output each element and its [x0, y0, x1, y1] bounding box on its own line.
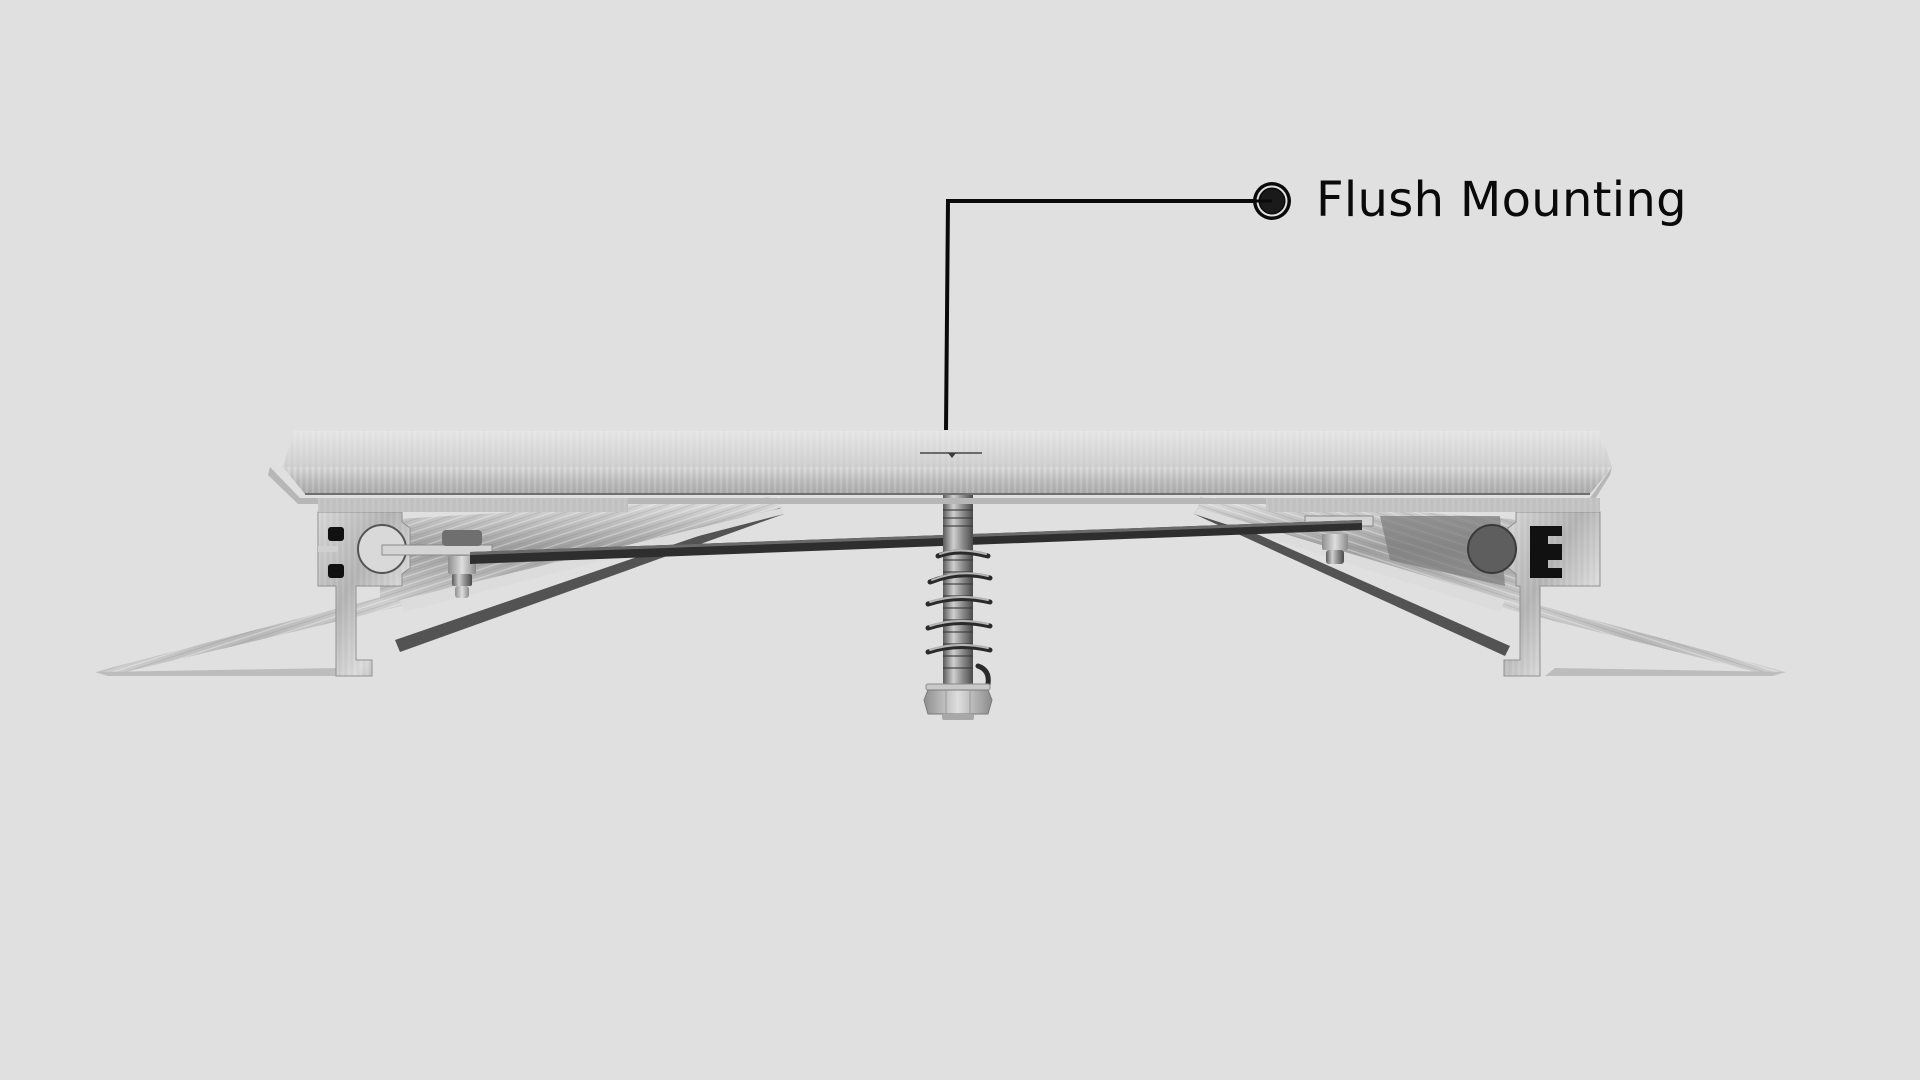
center-spring-bolt — [925, 494, 993, 687]
tension-rod — [470, 520, 1362, 564]
callout-leader — [944, 199, 1272, 431]
hex-nut — [923, 683, 993, 720]
right-base-flange — [1495, 596, 1786, 676]
right-channel-rail — [1194, 496, 1525, 656]
left-base-flange — [95, 592, 410, 676]
callout-label-flush-mounting: Flush Mounting — [1316, 172, 1687, 228]
callout-marker-icon — [1253, 182, 1291, 220]
right-frame-profile — [1304, 511, 1601, 677]
left-channel-rail — [380, 496, 784, 652]
cover-plate — [268, 431, 1612, 512]
left-frame-profile — [317, 511, 493, 677]
